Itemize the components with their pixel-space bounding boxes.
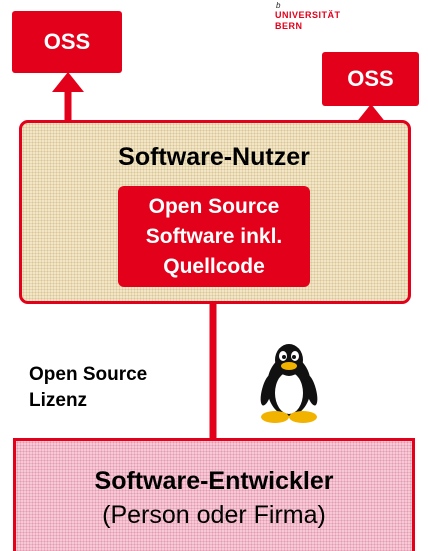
software-developer-box: Software-Entwickler (Person oder Firma) — [13, 438, 415, 551]
oss-box-right: OSS — [322, 52, 419, 106]
software-developer-subtitle: (Person oder Firma) — [102, 501, 326, 529]
arrowhead-oss-left — [52, 72, 84, 92]
arrowhead-oss-right — [355, 104, 387, 124]
software-user-title: Software-Nutzer — [118, 143, 310, 171]
software-user-box — [19, 120, 411, 304]
oss-source-box: Open Source Software inkl. Quellcode — [118, 186, 310, 287]
oss-source-line-1: Open Source — [148, 194, 280, 218]
oss-source-line-3: Quellcode — [163, 254, 265, 278]
license-label-line-2: Lizenz — [29, 390, 88, 411]
oss-source-line-2: Software inkl. — [145, 224, 283, 248]
software-developer-title: Software-Entwickler — [94, 467, 334, 495]
university-logo: b UNIVERSITÄT BERN — [275, 2, 341, 32]
oss-box-left: OSS — [12, 11, 122, 73]
license-label: Open Source Lizenz — [29, 362, 147, 414]
license-label-line-1: Open Source — [29, 364, 148, 385]
logo-mark: b — [276, 1, 281, 10]
logo-line-2: BERN — [275, 21, 303, 31]
logo-line-1: UNIVERSITÄT — [275, 10, 341, 20]
tux-penguin-icon — [260, 344, 318, 423]
